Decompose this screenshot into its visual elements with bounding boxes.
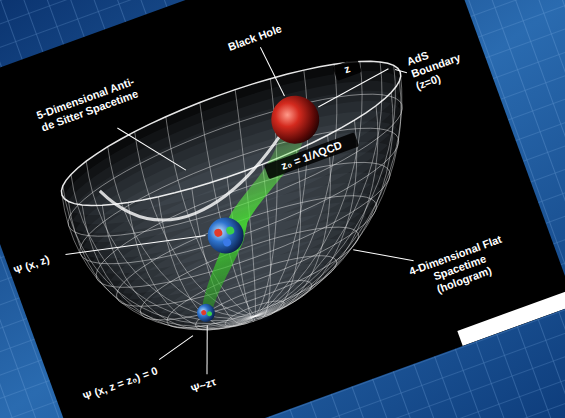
leader-line [353, 232, 413, 279]
longitude-line [67, 132, 256, 361]
quark-dot [201, 309, 207, 315]
quark-dot [225, 225, 235, 235]
axis-label: z [332, 58, 362, 81]
longitude-line [176, 103, 275, 318]
black-hole-sphere [264, 89, 326, 151]
leader-line [191, 325, 223, 374]
quark-dot [213, 228, 223, 238]
leader-line [155, 336, 196, 360]
callout-label: Black Hole [220, 20, 290, 56]
latitude-line [48, 34, 414, 232]
callout-label: 5-Dimensional Anti-de Sitter Spacetime [34, 75, 141, 135]
longitude-line [194, 72, 462, 316]
quark-dot [206, 311, 212, 317]
formula-label: Ψ (x, z = z₀) = 0 [81, 347, 208, 404]
longitude-line [102, 119, 255, 346]
hadron-sphere [203, 212, 249, 258]
small-hadron-sphere [194, 301, 217, 324]
white-swirl [100, 127, 295, 242]
longitude-line [188, 62, 447, 316]
callout-label: 4-Dimensional Flat Spacetime (hologram) [401, 230, 520, 305]
leader-line [117, 111, 186, 187]
callout-label: AdS Boundary (z=0) [405, 36, 475, 93]
leader-line [260, 45, 284, 98]
longitude-line [196, 81, 458, 316]
leader-line [65, 207, 205, 282]
leader-lines [22, 3, 481, 406]
leader-line [395, 66, 407, 76]
longitude-line [127, 115, 255, 337]
footer-bar [457, 290, 565, 346]
formula-label: Ψ (x, z) [12, 248, 65, 278]
quark-dot [222, 237, 232, 247]
formula-label: z₀ = 1/ΛQCD [264, 132, 359, 179]
formula-label: Ψ~zτ [189, 367, 240, 396]
